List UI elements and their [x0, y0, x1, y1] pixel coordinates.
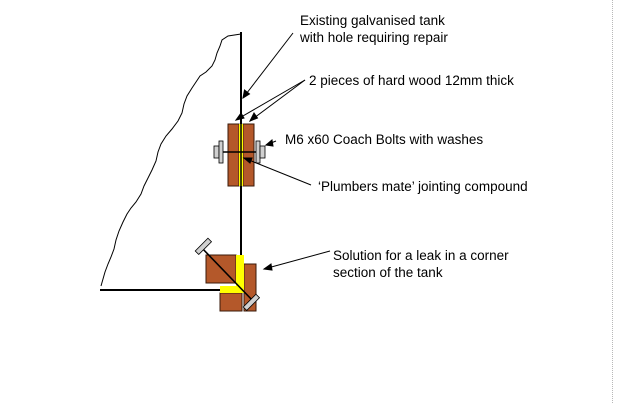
wood-arrowhead-left [234, 112, 245, 121]
corner-washer-top [194, 237, 213, 256]
page-edge-divider [612, 0, 613, 403]
corner-bolt [199, 245, 255, 303]
corner-compound-vertical [236, 255, 244, 290]
compound-arrowhead [242, 157, 253, 164]
wood-leader-right [249, 79, 306, 122]
tank-arrowhead [242, 89, 251, 100]
leader-lines [234, 32, 331, 271]
corner-compound-horizontal [220, 286, 244, 293]
corner-leader [263, 250, 331, 270]
bolts-arrowhead [264, 139, 274, 147]
tank-label-line2: with hole requiring repair [299, 30, 448, 45]
nut [259, 145, 266, 159]
corner-label-line1: Solution for a leak in a corner [333, 248, 509, 263]
wood-arrowhead-right [248, 112, 259, 122]
wood-leader-left [235, 79, 306, 121]
washer-right [255, 140, 261, 164]
tank-label-line1: Existing galvanised tank [300, 13, 445, 28]
corner-washer-bottom [242, 293, 261, 312]
corner-label-line2: section of the tank [333, 265, 443, 280]
wood-block-left [227, 123, 240, 187]
tank-leader [242, 32, 294, 99]
compound-leader [243, 157, 312, 186]
wood-block-right [242, 123, 255, 187]
bolt-head [213, 145, 220, 159]
corner-repair [194, 237, 261, 312]
wood-label: 2 pieces of hard wood 12mm thick [309, 73, 514, 88]
washer-left [218, 140, 224, 164]
bolts-label: M6 x60 Coach Bolts with washes [285, 132, 483, 147]
corner-wood-bottom [219, 292, 243, 312]
tank-break-outline [100, 33, 242, 287]
corner-arrowhead [262, 263, 273, 271]
compound-label: ‘Plumbers mate’ jointing compound [318, 179, 528, 194]
